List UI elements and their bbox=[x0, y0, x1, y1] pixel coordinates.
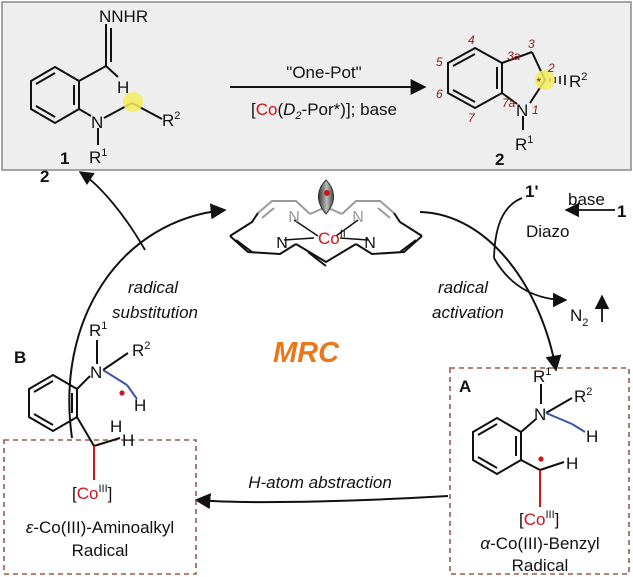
substrate-number: 1 bbox=[60, 149, 69, 168]
intermediate-a-structure bbox=[472, 384, 573, 476]
intermediate-a-n: N bbox=[534, 405, 546, 424]
position-7: 7 bbox=[468, 111, 476, 125]
intermediate-b-radical-dot bbox=[119, 390, 125, 396]
porphyrin-n-front-left: N bbox=[276, 235, 288, 252]
h-atom-abstraction-label: H-atom abstraction bbox=[248, 473, 392, 492]
cycle-substrate-label: 1 bbox=[617, 202, 626, 221]
position-4: 4 bbox=[468, 33, 475, 47]
porphyrin-cobalt: CoII bbox=[318, 228, 346, 248]
position-1: 1 bbox=[532, 103, 539, 117]
substrate-structure bbox=[30, 24, 163, 145]
intermediate-b-h-blue: H bbox=[134, 396, 146, 415]
porphyrin-n-back-right: N bbox=[352, 209, 364, 226]
porphyrin-n-front-right: N bbox=[364, 235, 376, 252]
arrow-h-atom-abstraction bbox=[194, 493, 449, 510]
position-3: 3 bbox=[528, 37, 535, 51]
arrow-conditions: [Co(D2-Por*)]; base bbox=[251, 100, 397, 122]
product-highlight bbox=[535, 70, 555, 90]
intermediate-b-box bbox=[3, 439, 197, 575]
product-r1: R1 bbox=[515, 134, 533, 154]
n2-label: N2 bbox=[570, 306, 588, 329]
cobalt-radical-orbital bbox=[318, 179, 334, 215]
intermediate-a-name-2: Radical bbox=[512, 556, 569, 575]
stereocenter-star: * bbox=[536, 75, 541, 89]
intermediate-a-radical-dot bbox=[538, 456, 544, 462]
cobalt-radical-dot bbox=[324, 190, 330, 196]
intermediate-a-letter: A bbox=[459, 377, 471, 396]
substrate-r1: R1 bbox=[89, 147, 107, 167]
intermediate-b-r1: R1 bbox=[89, 320, 107, 340]
intermediate-b-name: ε-Co(III)-Aminoalkyl bbox=[26, 518, 174, 537]
porphyrin-n-back-left: N bbox=[288, 209, 300, 226]
position-7a: 7a bbox=[502, 96, 516, 110]
intermediate-a-h-blue: H bbox=[586, 427, 598, 446]
intermediate-a-box bbox=[449, 367, 630, 575]
intermediate-b-structure bbox=[28, 340, 129, 447]
substrate-nnhr: NNHR bbox=[99, 7, 148, 26]
intermediate-a-blue-bonds bbox=[545, 412, 586, 433]
arrow-radical-activation bbox=[419, 211, 562, 372]
position-6: 6 bbox=[436, 87, 443, 101]
radical-substitution-2: substitution bbox=[112, 303, 198, 322]
cycle-product-label: 2 bbox=[40, 167, 49, 186]
intermediate-a-name: α-Co(III)-Benzyl bbox=[480, 534, 599, 553]
position-3a: 3a bbox=[507, 49, 521, 63]
cycle-diazo-text: Diazo bbox=[526, 222, 569, 241]
cycle-base-label: base bbox=[568, 190, 605, 209]
position-2: 2 bbox=[547, 61, 555, 75]
radical-activation-2: activation bbox=[432, 303, 504, 322]
intermediate-b-blue-bonds bbox=[102, 369, 138, 400]
intermediate-b-letter: B bbox=[14, 348, 26, 367]
intermediate-b-r2: R2 bbox=[132, 340, 150, 360]
arrow-diazo-in bbox=[493, 197, 523, 259]
cobalt-porphyrin: N N N N CoII bbox=[229, 179, 423, 267]
arrow-radical-substitution bbox=[68, 203, 227, 439]
product-r2: R2 bbox=[569, 71, 587, 91]
radical-substitution-1: radical bbox=[128, 278, 179, 297]
intermediate-b-cobalt: [CoIII] bbox=[72, 483, 112, 503]
intermediate-a-r2: R2 bbox=[574, 386, 592, 406]
arrow-product-out bbox=[78, 171, 146, 251]
intermediate-a-h-black: H bbox=[566, 454, 578, 473]
position-5: 5 bbox=[436, 55, 443, 69]
intermediate-b-n: N bbox=[90, 363, 102, 382]
intermediate-b-h-blue-2: H bbox=[110, 417, 122, 436]
substrate-highlight bbox=[123, 92, 143, 112]
substrate-r2: R2 bbox=[162, 110, 180, 130]
radical-activation-1: radical bbox=[438, 278, 489, 297]
substrate-n: N bbox=[91, 113, 103, 132]
arrow-one-pot: "One-Pot" bbox=[286, 63, 361, 82]
intermediate-a-r1: R1 bbox=[533, 366, 551, 386]
product-n: N bbox=[516, 101, 528, 120]
intermediate-a-cobalt: [CoIII] bbox=[519, 509, 559, 529]
substrate-h: H bbox=[117, 78, 129, 97]
product-number: 2 bbox=[495, 150, 504, 169]
mrc-label: MRC bbox=[273, 337, 340, 369]
intermediate-b-name-2: Radical bbox=[72, 541, 129, 560]
cycle-diazo-label: 1' bbox=[525, 182, 539, 201]
arrow-n2-release bbox=[493, 257, 568, 308]
intermediate-b-h-black: H bbox=[122, 431, 134, 450]
